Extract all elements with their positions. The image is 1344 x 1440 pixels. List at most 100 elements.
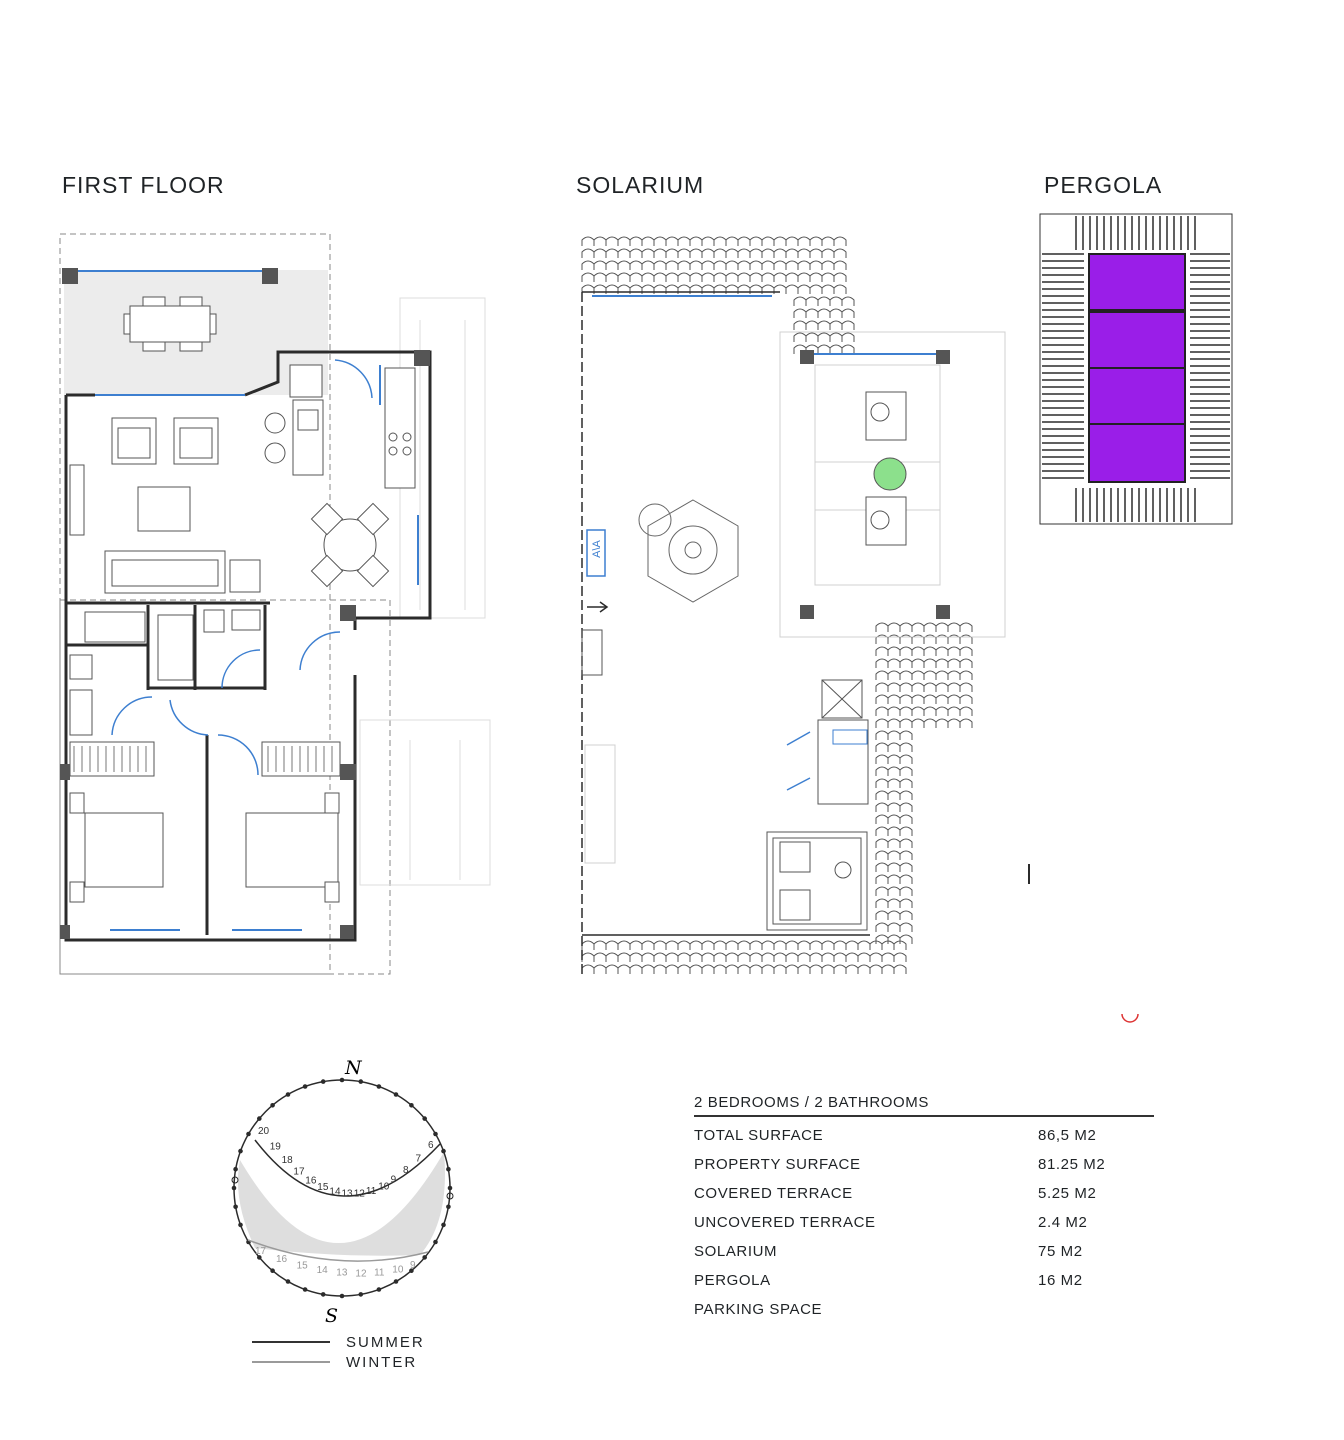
roof-tile [605, 940, 619, 950]
terrace-dining-set [123, 296, 217, 352]
hour-label: 14 [329, 1186, 341, 1197]
roof-tile [887, 754, 901, 764]
roof-tile [641, 236, 655, 246]
roof-tile [701, 272, 715, 282]
roof-tile [947, 670, 961, 680]
roof-tile [821, 236, 835, 246]
roof-tile [947, 694, 961, 704]
roof-tile [761, 272, 775, 282]
roof-tile [911, 622, 925, 632]
roof-tile [875, 898, 889, 908]
roof-tile [959, 646, 973, 656]
roof-tile [959, 718, 973, 728]
roof-tile [793, 296, 807, 306]
roof-tile [899, 922, 913, 932]
roof-tile [899, 814, 913, 824]
roof-tile [713, 964, 727, 974]
roof-tile [701, 940, 715, 950]
west-marker [231, 1176, 239, 1184]
roof-tile [935, 646, 949, 656]
roof-tile [911, 706, 925, 716]
roof-tile [797, 940, 811, 950]
roof-tile [821, 272, 835, 282]
roof-tile [629, 272, 643, 282]
roof-tile [887, 778, 901, 788]
roof-tile [581, 952, 595, 962]
roof-tile [821, 260, 835, 270]
roof-tile [887, 682, 901, 692]
roof-tile [959, 682, 973, 692]
roof-tile [701, 248, 715, 258]
summary-label: TOTAL SURFACE [694, 1127, 824, 1144]
roof-tile [833, 248, 847, 258]
roof-tile [911, 658, 925, 668]
roof-tile [629, 260, 643, 270]
hour-label: 14 [317, 1265, 329, 1276]
hour-label: 15 [297, 1260, 309, 1271]
summary-label: PARKING SPACE [694, 1301, 823, 1318]
roof-tile [833, 284, 847, 294]
wardrobe-hatching [73, 746, 333, 772]
summary-heading: 2 BEDROOMS / 2 BATHROOMS [694, 1094, 1154, 1117]
summer-line-swatch [252, 1341, 330, 1343]
compass-dot [231, 1185, 237, 1191]
roof-tile [725, 964, 739, 974]
roof-tile [605, 260, 619, 270]
roof-tile [713, 940, 727, 950]
summary-label: COVERED TERRACE [694, 1185, 853, 1202]
roof-tile [911, 670, 925, 680]
roof-tile [725, 260, 739, 270]
living-furniture [69, 417, 261, 594]
roof-tile [845, 940, 859, 950]
roof-tile [911, 694, 925, 704]
roof-tile [773, 964, 787, 974]
roof-tile [817, 332, 831, 342]
roof-tile [797, 952, 811, 962]
roof-tile [785, 272, 799, 282]
roof-tile [899, 646, 913, 656]
roof-tile [899, 694, 913, 704]
roof-tile [641, 260, 655, 270]
roof-tile [773, 940, 787, 950]
south-label: S [325, 1305, 338, 1327]
roof-tile [911, 634, 925, 644]
roof-tile [701, 260, 715, 270]
roof-tile [773, 260, 787, 270]
roof-tile [833, 272, 847, 282]
roof-tile [605, 952, 619, 962]
roof-tile [887, 766, 901, 776]
roof-tile [665, 236, 679, 246]
roof-tile [689, 964, 703, 974]
roof-tile [887, 634, 901, 644]
compass-dot [409, 1103, 414, 1108]
roof-tile [947, 646, 961, 656]
roof-tile [821, 284, 835, 294]
roof-tile [829, 332, 843, 342]
roof-tile [875, 658, 889, 668]
roof-tile [677, 260, 691, 270]
sun-path-legend: SUMMER WINTER [252, 1332, 425, 1372]
roof-tile [887, 862, 901, 872]
roof-tile [899, 766, 913, 776]
roof-tile [593, 236, 607, 246]
roof-tile [923, 706, 937, 716]
hour-label: 11 [374, 1267, 385, 1278]
roof-tile [875, 730, 889, 740]
roof-tile [935, 706, 949, 716]
compass-dot [441, 1148, 446, 1154]
roof-tile [605, 248, 619, 258]
roof-tile [887, 658, 901, 668]
roof-tile [629, 952, 643, 962]
compass-dot [441, 1222, 446, 1228]
hour-label: 16 [305, 1175, 317, 1186]
roof-tile [959, 658, 973, 668]
roof-tile [725, 248, 739, 258]
roof-tile [677, 964, 691, 974]
roof-tile [899, 790, 913, 800]
first-floor-title: FIRST FLOOR [62, 172, 225, 198]
roof-tile [947, 718, 961, 728]
